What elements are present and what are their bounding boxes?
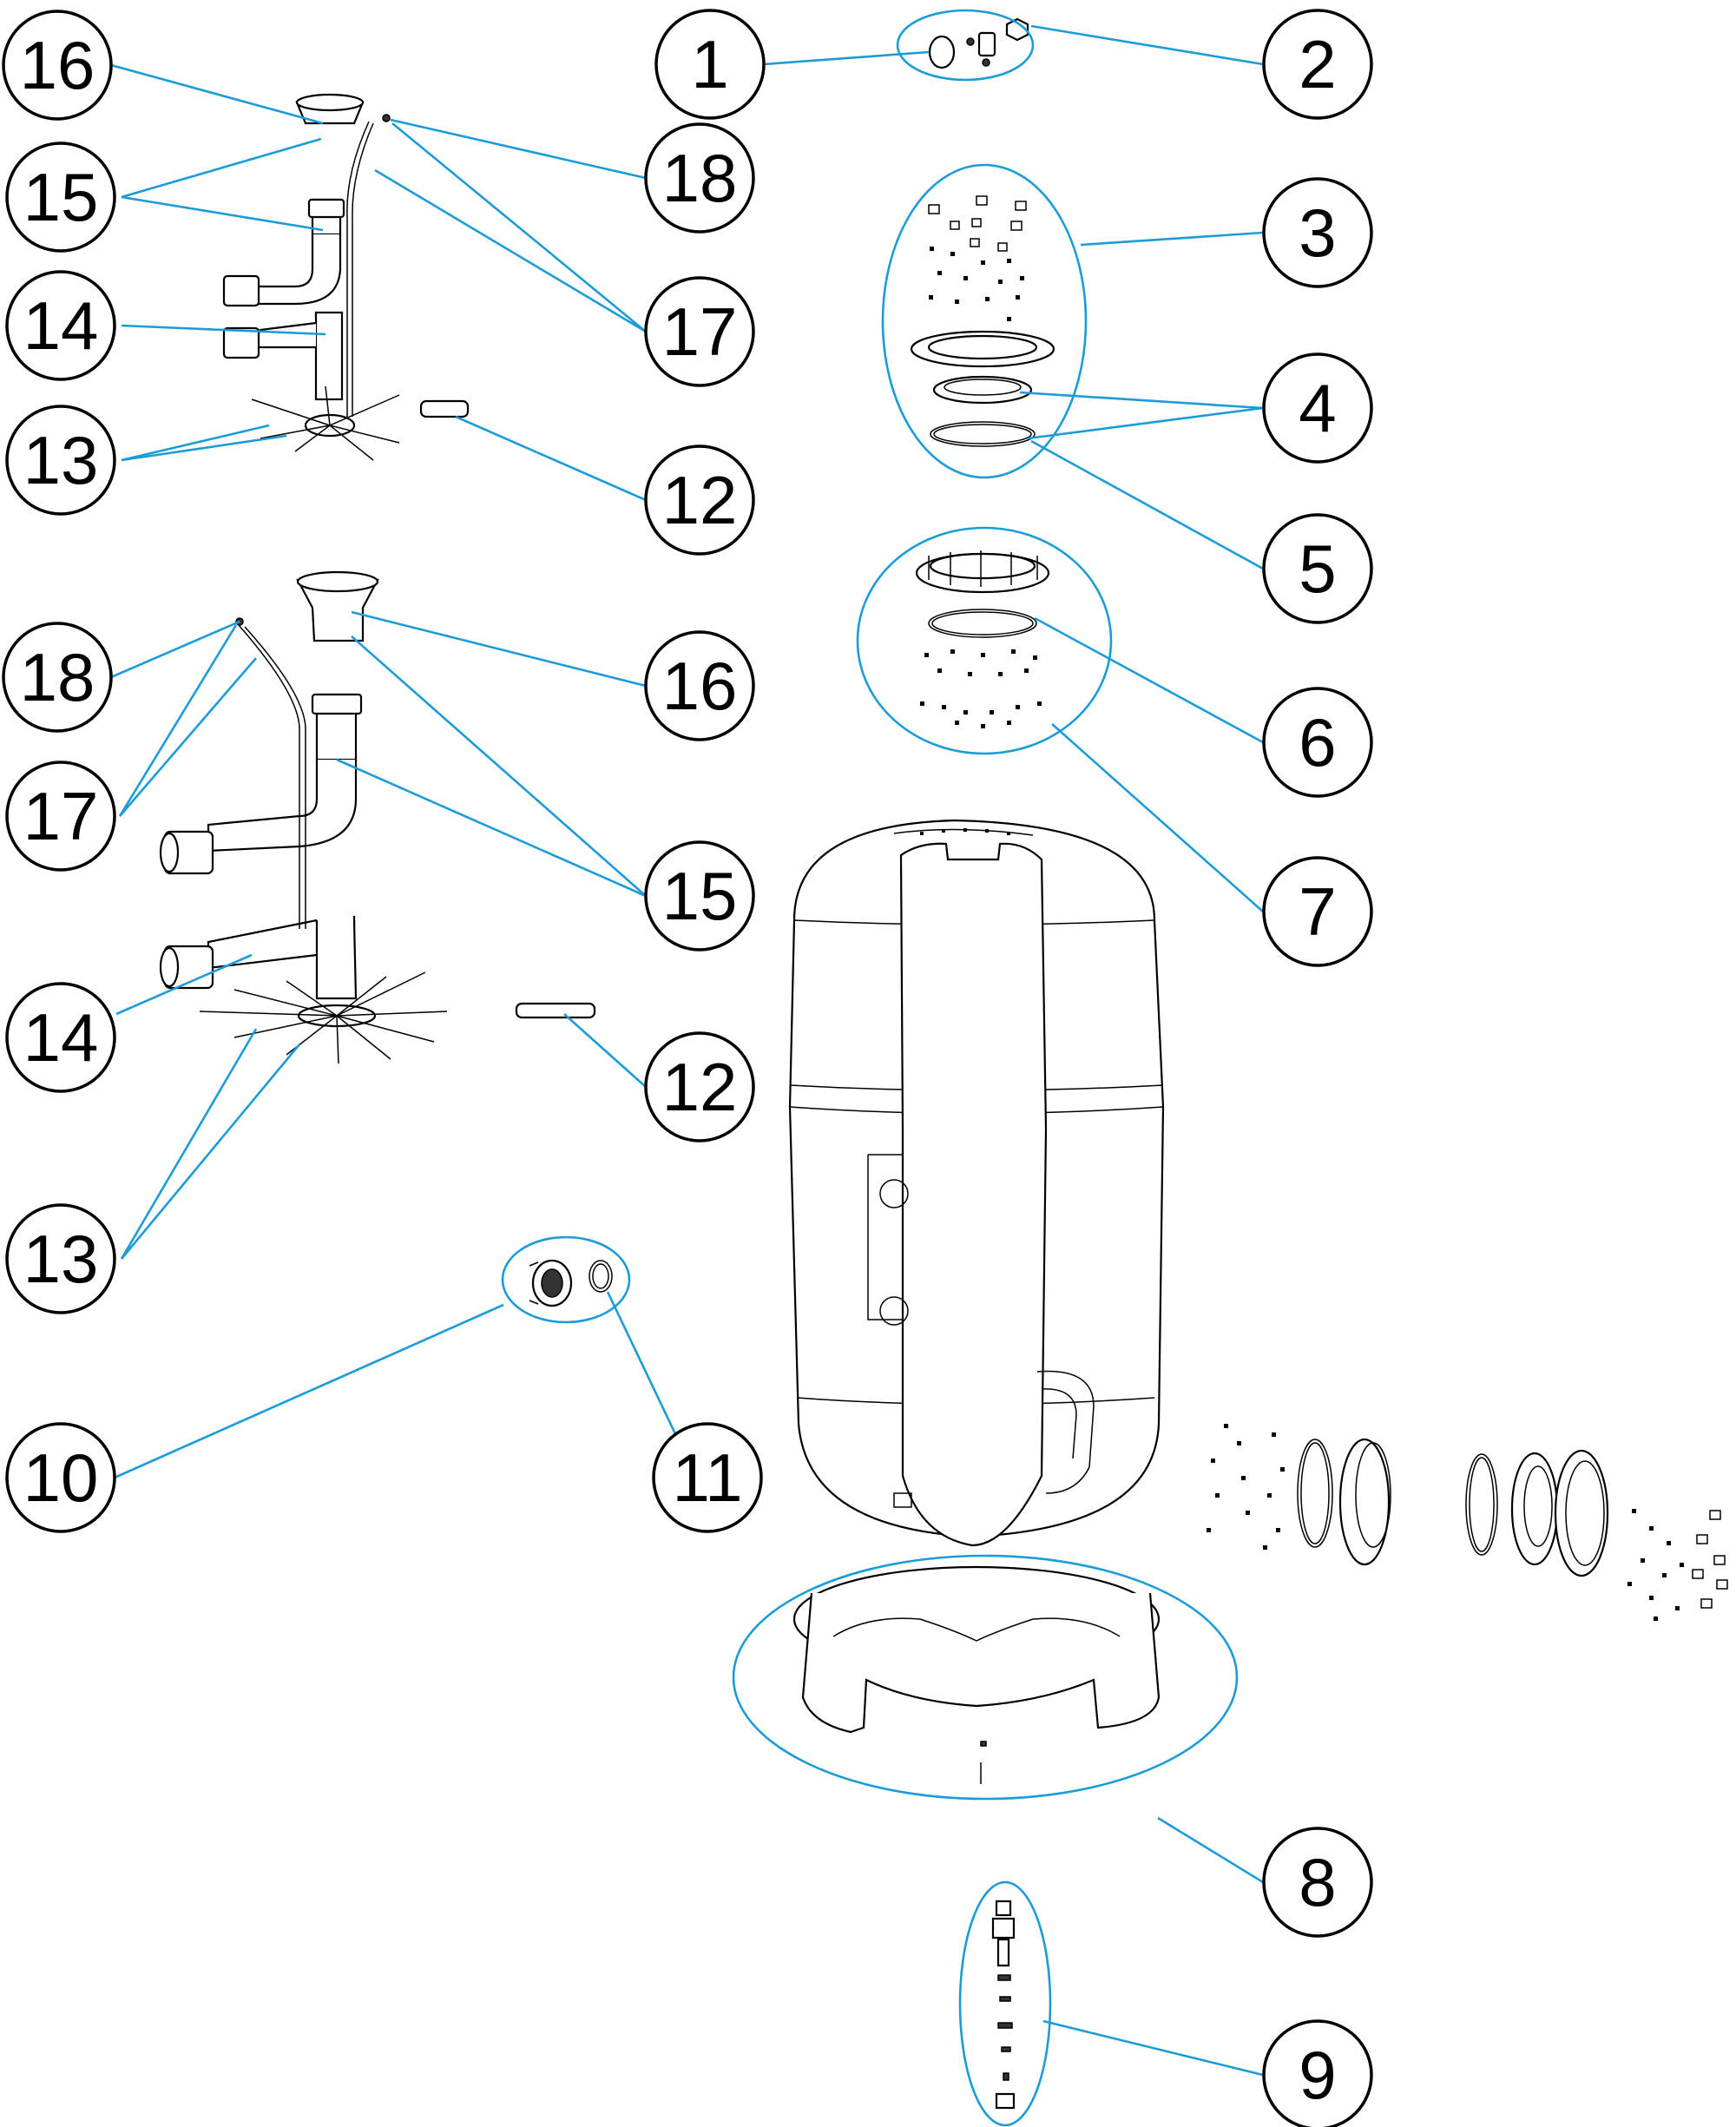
callout-16-upper-label: 16: [20, 27, 95, 103]
callout-14-lower-label: 14: [23, 999, 99, 1076]
callout-17-lower: 17: [5, 761, 116, 872]
callout-13-lower: 13: [5, 1203, 116, 1314]
top-lid-part: [910, 330, 1055, 447]
callout-15-lower-label: 15: [662, 858, 738, 934]
group-ring-6-7: [856, 526, 1113, 755]
base-stand-part: [792, 1565, 1161, 1784]
callout-8: 8: [1262, 1827, 1373, 1938]
callout-16-upper: 16: [2, 10, 113, 121]
callout-11: 11: [652, 1422, 763, 1533]
callout-2: 2: [1262, 9, 1373, 120]
callout-5: 5: [1262, 513, 1373, 624]
callout-7: 7: [1262, 856, 1373, 967]
leader-lines: [110, 24, 1264, 2077]
callout-12-upper: 12: [644, 444, 755, 556]
drain-plug-part: [991, 1900, 1016, 2110]
callout-1-label: 1: [691, 26, 728, 102]
callout-4: 4: [1262, 352, 1373, 464]
callout-13-lower-label: 13: [23, 1221, 99, 1297]
group-ring-8: [732, 1554, 1239, 1801]
flange-ring-part: [915, 550, 1050, 728]
callout-17-lower-label: 17: [23, 778, 99, 854]
callout-17-upper: 17: [644, 276, 755, 387]
callout-6: 6: [1262, 687, 1373, 798]
callout-16-lower: 16: [644, 630, 755, 741]
callout-2-label: 2: [1299, 26, 1336, 102]
callout-13-upper-label: 13: [23, 422, 99, 498]
callout-3: 3: [1262, 177, 1373, 288]
lower-manifold-assembly: [159, 570, 596, 1064]
callout-15-lower: 15: [644, 840, 755, 952]
filter-tank-body: [788, 819, 1165, 1547]
union-fitting-part: [529, 1259, 613, 1307]
callout-9-label: 9: [1299, 2037, 1336, 2113]
callout-12-lower: 12: [644, 1031, 755, 1143]
callout-12-upper-label: 12: [662, 462, 738, 538]
callout-17-upper-label: 17: [662, 293, 738, 370]
callout-16-lower-label: 16: [662, 648, 738, 724]
side-lid-parts: [1207, 1424, 1728, 1621]
callout-3-label: 3: [1299, 194, 1336, 271]
callout-4-label: 4: [1299, 370, 1336, 446]
callout-14-upper: 14: [5, 270, 116, 381]
callout-18-lower: 18: [2, 622, 113, 733]
callout-18-lower-label: 18: [20, 639, 95, 715]
callout-7-label: 7: [1299, 873, 1336, 950]
drain-fitting-part: [928, 17, 1029, 69]
callout-10: 10: [5, 1422, 116, 1533]
callout-5-label: 5: [1299, 530, 1336, 607]
group-ring-10-11: [501, 1235, 631, 1324]
callout-8-label: 8: [1299, 1844, 1336, 1920]
callout-15-upper-label: 15: [23, 159, 99, 235]
upper-manifold-assembly: [222, 93, 470, 461]
callout-18-upper-label: 18: [662, 140, 738, 216]
callout-14-upper-label: 14: [23, 287, 99, 364]
group-rings: [501, 9, 1239, 2127]
callout-14-lower: 14: [5, 982, 116, 1093]
group-ring-3-5: [881, 163, 1088, 479]
lid-screws-part: [928, 195, 1027, 321]
callout-6-label: 6: [1299, 704, 1336, 780]
callout-18-upper: 18: [644, 122, 755, 234]
callout-1: 1: [654, 9, 766, 120]
callout-10-label: 10: [23, 1439, 99, 1516]
callout-9: 9: [1262, 2019, 1373, 2127]
group-ring-1-2: [896, 9, 1035, 82]
group-ring-9: [958, 1880, 1052, 2127]
callout-11-label: 11: [673, 1439, 743, 1516]
callout-13-upper: 13: [5, 405, 116, 516]
callout-15-upper: 15: [5, 142, 116, 253]
callout-12-lower-label: 12: [662, 1049, 738, 1125]
